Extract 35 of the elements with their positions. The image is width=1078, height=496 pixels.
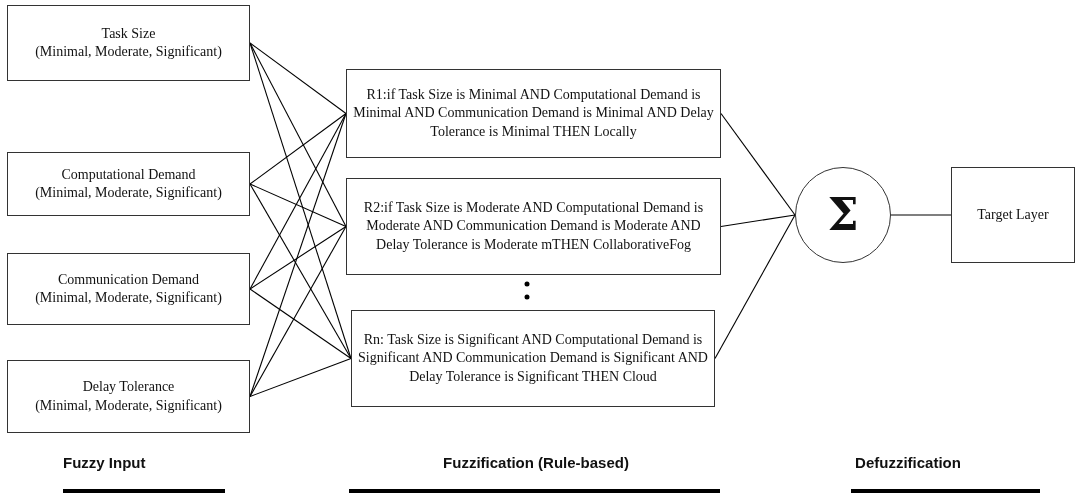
sigma-symbol: Σ [827,193,859,237]
node-text: Task Size [101,24,156,43]
process-box [7,152,250,216]
process-box [7,5,250,81]
process-box [7,253,250,325]
node-text: (Minimal, Moderate, Significant) [35,289,222,307]
process-box [7,360,250,433]
connector-line [249,112,347,290]
section-title: Defuzzification [855,454,961,471]
section-title: Fuzzy Input [63,454,146,471]
node-text: R2:if Task Size is Moderate AND Computational Demand is Moderate AND Communication Demand is Moderate AND Delay Tolerance is Moderate mTHEN CollaborativeFog [362,199,705,254]
node-text: (Minimal, Moderate, Significant) [35,43,222,61]
connector-line [249,112,347,185]
section-title: Fuzzification (Rule-based) [443,454,629,471]
connector-line [249,288,352,360]
node-text: R1:if Task Size is Minimal AND Computational Demand is Minimal AND Communication Demand is Minimal AND Delay Tolerance is Minimal THEN Locally [352,86,715,141]
node-text: Communication Demand [57,270,200,289]
node-text: (Minimal, Moderate, Significant) [35,396,222,415]
connector-line [720,214,796,228]
connector-line [890,214,952,216]
node-text: Rn: Task Size is Significant AND Computational Demand is Significant AND Communication Demand is Significant AND Delay Tolerance is Significant THEN Cloud [357,331,709,386]
connector-line [714,214,796,360]
node-text: Delay Tolerance [82,378,175,397]
connector-line [249,42,347,228]
connector-line [249,183,352,360]
node-text: Target Layer [977,205,1049,224]
node-text: Computational Demand [61,165,196,184]
connector-line [249,357,352,398]
process-box [951,167,1075,263]
connector-line [249,225,347,398]
connector-line [249,225,347,290]
connector-line [249,183,347,228]
connector-line [720,112,796,216]
node-text: (Minimal, Moderate, Significant) [35,184,222,202]
connector-line [249,42,347,115]
